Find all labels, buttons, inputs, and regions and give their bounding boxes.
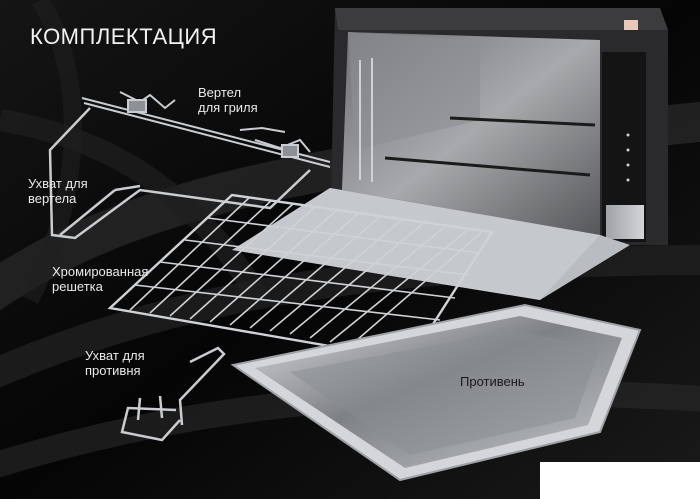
spit-holder-label-line1: Ухват для xyxy=(28,176,88,191)
spit-label-line1: Вертел xyxy=(198,85,242,100)
spit-holder-label: Ухват для вертела xyxy=(28,176,88,206)
corner-white-box xyxy=(540,462,700,499)
tray-holder xyxy=(120,346,226,442)
oven xyxy=(232,8,668,300)
spit-label-line2: для гриля xyxy=(198,100,258,115)
tray-holder-label-line1: Ухват для xyxy=(85,348,145,363)
rack-label: Хромированная решетка xyxy=(52,264,148,294)
spit-holder xyxy=(48,107,311,240)
wire-rack xyxy=(107,193,495,362)
tray-holder-label: Ухват для противня xyxy=(85,348,145,378)
baking-tray xyxy=(230,303,642,482)
rotisserie-spit xyxy=(81,91,331,168)
spit-holder-label-line2: вертела xyxy=(28,191,77,206)
rack-label-line2: решетка xyxy=(52,279,103,294)
spit-label: Вертел для гриля xyxy=(198,85,258,115)
page-title: КОМПЛЕКТАЦИЯ xyxy=(30,24,218,49)
tray-holder-label-line2: противня xyxy=(85,363,141,378)
tray-label: Противень xyxy=(460,374,525,389)
rack-label-line1: Хромированная xyxy=(52,264,149,279)
